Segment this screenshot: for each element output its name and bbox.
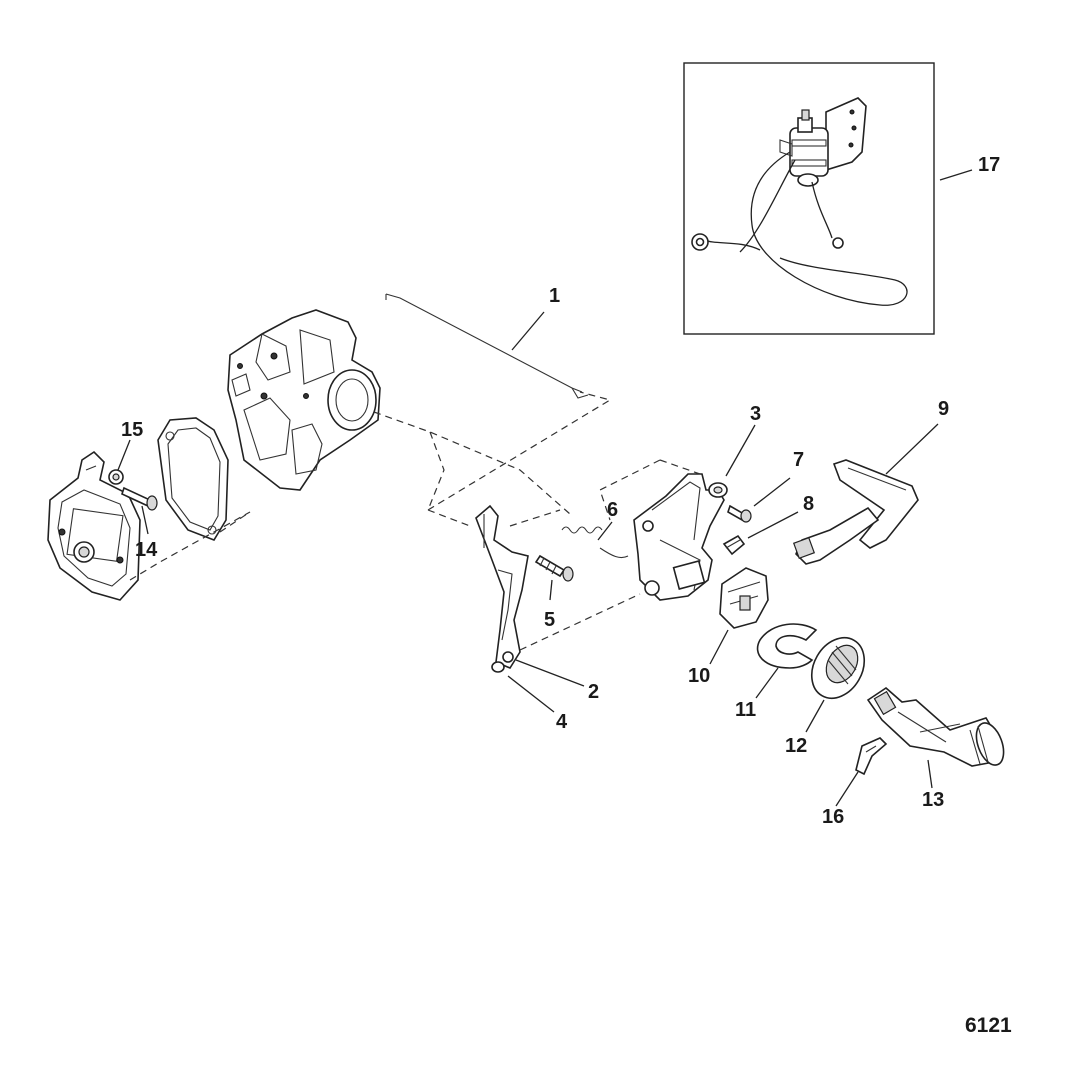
part-3-bracket-housing — [633, 473, 728, 601]
callout-8: 8 — [803, 493, 814, 515]
part-15-nut — [108, 469, 124, 485]
part-12-ring-nut — [810, 637, 866, 699]
callout-15: 15 — [121, 419, 143, 441]
assembly-dashed-lines — [129, 391, 701, 651]
callout-1: 1 — [549, 285, 560, 307]
leader-lines — [117, 169, 973, 807]
callout-4: 4 — [556, 711, 568, 733]
part-4-washer — [491, 661, 505, 673]
callout-2: 2 — [588, 681, 599, 703]
inset-solenoid-assembly — [683, 62, 935, 335]
part-8-fitting — [722, 534, 746, 556]
part-16-clip — [855, 737, 888, 776]
part-11-c-washer — [756, 623, 818, 669]
callout-labels: 1 2 3 4 5 6 7 8 9 10 11 12 13 14 15 16 1… — [121, 154, 1000, 828]
part-2-choke-lever — [475, 504, 529, 670]
callout-7: 7 — [793, 449, 804, 471]
callout-11: 11 — [735, 699, 756, 721]
callout-10: 10 — [688, 665, 710, 687]
part-9-throttle-lever — [792, 459, 919, 565]
callout-14: 14 — [135, 539, 158, 561]
part-1-link-rod — [385, 293, 589, 399]
callout-5: 5 — [544, 609, 555, 631]
part-14-screw — [121, 486, 158, 511]
callout-13: 13 — [922, 789, 944, 811]
callout-3: 3 — [750, 403, 761, 425]
part-10-block — [719, 567, 769, 629]
callout-6: 6 — [607, 499, 618, 521]
callout-17: 17 — [978, 154, 1000, 176]
part-5-screw — [534, 554, 574, 582]
callout-16: 16 — [822, 806, 844, 828]
float-bowl-cover — [47, 450, 141, 601]
carburetor-body — [227, 309, 381, 491]
part-6-spring — [561, 526, 629, 559]
part-13-knob-plunger — [866, 686, 1005, 767]
callout-9: 9 — [938, 398, 949, 420]
float-bowl-gasket — [157, 417, 229, 541]
drawing-number: 6121 — [965, 1014, 1012, 1037]
callout-12: 12 — [785, 735, 807, 757]
part-7-screw — [727, 504, 752, 523]
